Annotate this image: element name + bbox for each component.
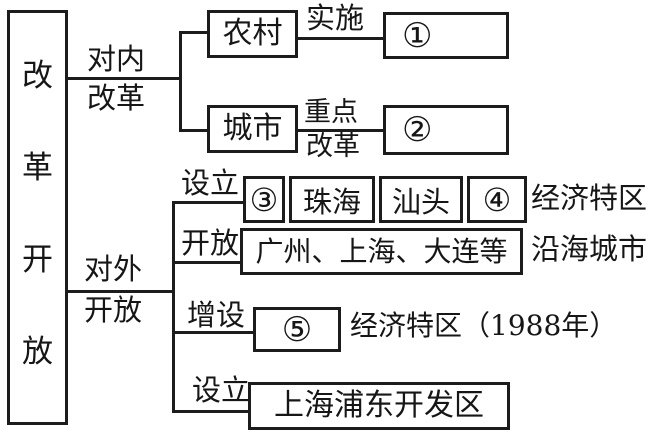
node-pudong-label: 上海浦东开发区 xyxy=(274,388,484,423)
node-rural-label: 农村 xyxy=(222,16,283,51)
node-rural: 农村 xyxy=(207,10,298,58)
sez-cell-shantou: 汕头 xyxy=(379,176,463,223)
root-char-3: 开 xyxy=(22,242,53,278)
edge-label-coastal-open: 开放 xyxy=(181,226,240,260)
node-coastal-cities-label: 广州、上海、大连等 xyxy=(255,234,508,268)
connector-to-blank5 xyxy=(175,331,253,334)
edge-label-sez-establish: 设立 xyxy=(181,166,240,200)
connector-foreign-trunk xyxy=(172,201,175,413)
edge-label-domestic-top: 对内 xyxy=(87,42,146,76)
connector-rural-to-blank1 xyxy=(298,37,383,40)
connector-to-coastal xyxy=(175,261,240,264)
node-blank-5: ⑤ xyxy=(253,307,341,352)
connector-to-urban xyxy=(182,129,207,132)
note-sez: 经济特区 xyxy=(531,181,648,215)
root-char-1: 改 xyxy=(22,58,53,94)
node-urban-label: 城市 xyxy=(222,111,283,146)
edge-label-pudong-establish: 设立 xyxy=(192,373,251,407)
node-blank-1: ① xyxy=(383,12,509,59)
node-pudong: 上海浦东开发区 xyxy=(248,382,510,430)
edge-label-rural-implement: 实施 xyxy=(306,1,365,35)
blank-2-number: ② xyxy=(402,110,433,150)
sez-cell-zhuhai: 珠海 xyxy=(289,176,375,223)
edge-label-foreign-top: 对外 xyxy=(84,252,143,286)
connector-urban-to-blank2 xyxy=(298,129,383,132)
blank-5-number: ⑤ xyxy=(281,309,313,350)
node-urban: 城市 xyxy=(207,105,298,153)
edge-label-urban-top: 重点 xyxy=(304,97,358,128)
root-char-2: 革 xyxy=(22,150,53,186)
edge-label-hainan-add: 增设 xyxy=(187,298,246,332)
note-coastal: 沿海城市 xyxy=(531,232,648,266)
node-coastal-cities: 广州、上海、大连等 xyxy=(240,228,523,275)
note-hainan-1988: 经济特区（1988年） xyxy=(350,309,618,342)
root-node-reform-opening: 改 革 开 放 xyxy=(7,10,68,425)
sez-cell-blank-4: ④ xyxy=(467,176,527,223)
connector-main-foreign xyxy=(68,290,172,293)
node-blank-2: ② xyxy=(383,105,509,155)
root-char-4: 放 xyxy=(22,334,53,370)
edge-label-foreign-bottom: 开放 xyxy=(84,293,143,327)
blank-1-number: ① xyxy=(402,15,433,56)
connector-to-sez-row xyxy=(175,201,243,204)
connector-to-pudong xyxy=(175,410,248,413)
connector-main-domestic xyxy=(68,77,182,80)
connector-domestic-trunk xyxy=(179,31,182,132)
sez-cell-blank-3: ③ xyxy=(243,176,285,223)
sez-cell-row: ③ 珠海 汕头 ④ xyxy=(243,176,527,223)
connector-to-rural xyxy=(182,31,207,34)
edge-label-domestic-bottom: 改革 xyxy=(87,81,146,115)
edge-label-urban-bottom: 改革 xyxy=(306,131,360,162)
